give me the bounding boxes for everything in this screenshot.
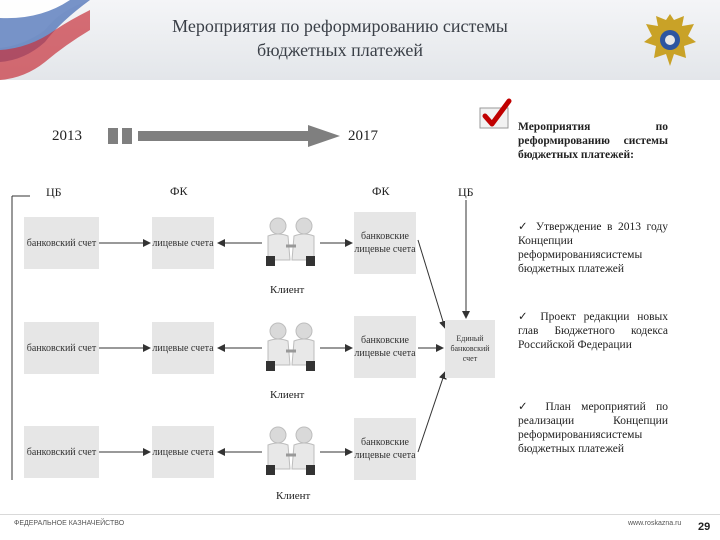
year-end: 2017 [348,128,378,144]
item-2-text: Проект редакции новых глав Бюджетного ко… [518,311,669,351]
check-bullet-icon: ✓ [518,311,533,323]
right-panel-item-3: ✓ План мероприятий по реализации Концепц… [518,400,668,456]
bank-personal-accounts-box-3: банковские лицевые счета [354,418,416,480]
personal-accounts-box-1: лицевые счета [152,217,214,269]
bank-account-box-3: банковский счет [24,426,99,478]
title-line-2: бюджетных платежей [257,40,423,60]
footer-divider [0,514,720,515]
column-fk-right: ФК [372,184,390,198]
page-title: Мероприятия по реформированию системы бю… [110,14,570,62]
bank-account-box-2: банковский счет [24,322,99,374]
column-cb-left: ЦБ [46,185,62,199]
client-label-1: Клиент [270,284,305,296]
item-3-text: План мероприятий по реализации Концепции… [518,401,668,455]
column-cb-right: ЦБ [458,185,474,199]
single-account-box: Единый банковский счет [445,320,495,378]
check-bullet-icon: ✓ [518,401,536,413]
bank-account-box-1: банковский счет [24,217,99,269]
slide-header: Мероприятия по реформированию системы бю… [0,0,720,80]
client-label-2: Клиент [270,389,305,401]
personal-accounts-box-2: лицевые счета [152,322,214,374]
footer-site-link[interactable]: www.roskazna.ru [628,520,682,527]
check-bullet-icon: ✓ [518,221,531,233]
handshake-people-icon [266,322,315,371]
client-label-3: Клиент [276,490,311,502]
title-line-1: Мероприятия по реформированию системы [172,16,508,36]
bank-personal-accounts-box-1: банковские лицевые счета [354,212,416,274]
handshake-people-icon [266,217,315,266]
russian-flag-icon [0,0,90,80]
right-panel-item-2: ✓ Проект редакции новых глав Бюджетного … [518,310,668,352]
page-number: 29 [698,521,711,533]
column-fk-left: ФК [170,184,188,198]
right-panel-heading: Мероприятия по реформированию системы бю… [518,121,668,161]
item-1-text: Утверждение в 2013 году Концепции реформ… [518,221,668,275]
bank-personal-accounts-box-2: банковские лицевые счета [354,316,416,378]
right-panel-item-1: ✓ Утверждение в 2013 году Концепции рефо… [518,220,668,276]
checkmark-icon [479,98,512,129]
personal-accounts-box-3: лицевые счета [152,426,214,478]
year-start: 2013 [52,128,82,144]
handshake-people-icon [266,426,315,475]
treasury-emblem-icon [644,14,696,66]
timeline-arrow [108,125,340,147]
footer-org: ФЕДЕРАЛЬНОЕ КАЗНАЧЕЙСТВО [14,520,125,527]
